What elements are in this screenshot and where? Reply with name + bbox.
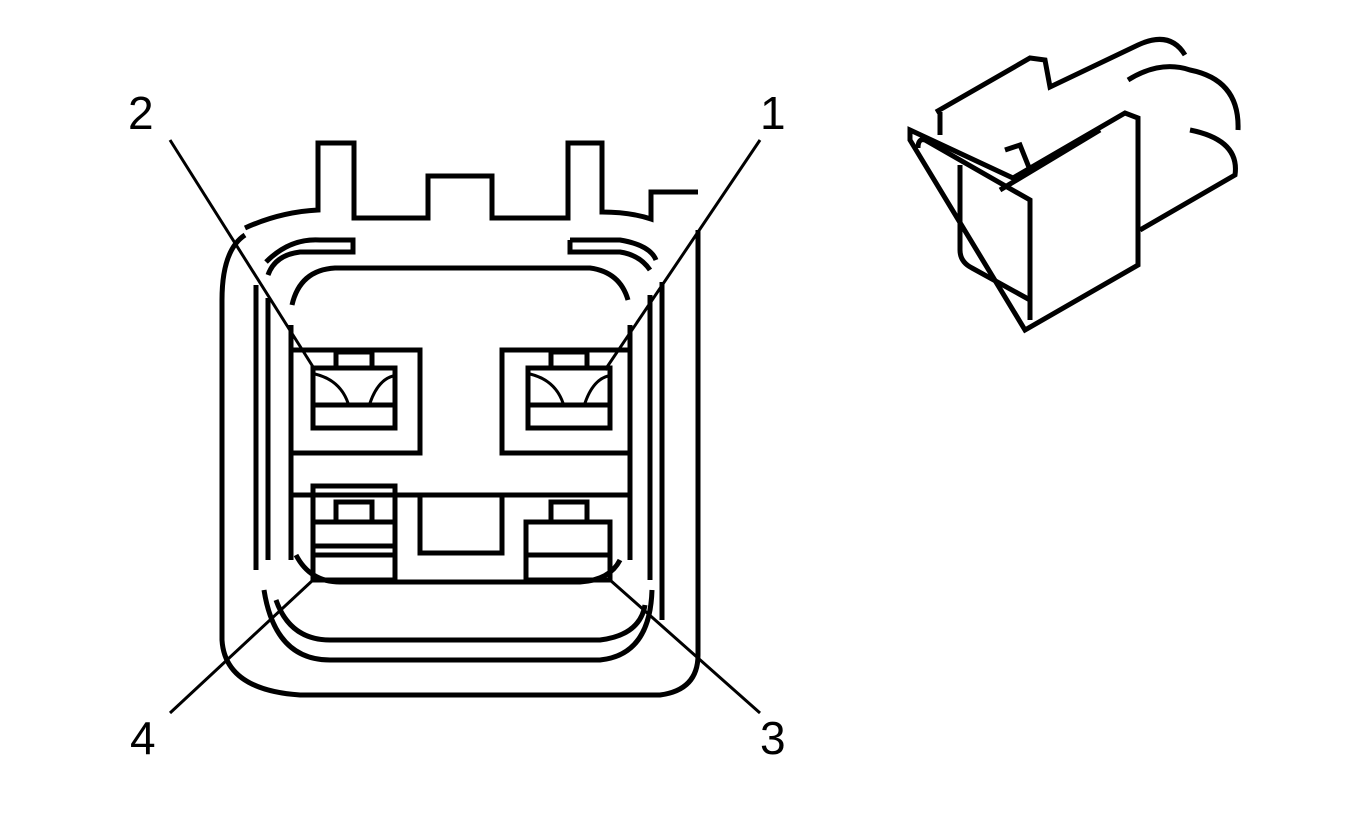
pin-label-1: 1 [760,87,786,139]
pin-label-4: 4 [130,712,156,764]
pin-label-2: 2 [128,87,154,139]
pin-label-3: 3 [760,712,786,764]
